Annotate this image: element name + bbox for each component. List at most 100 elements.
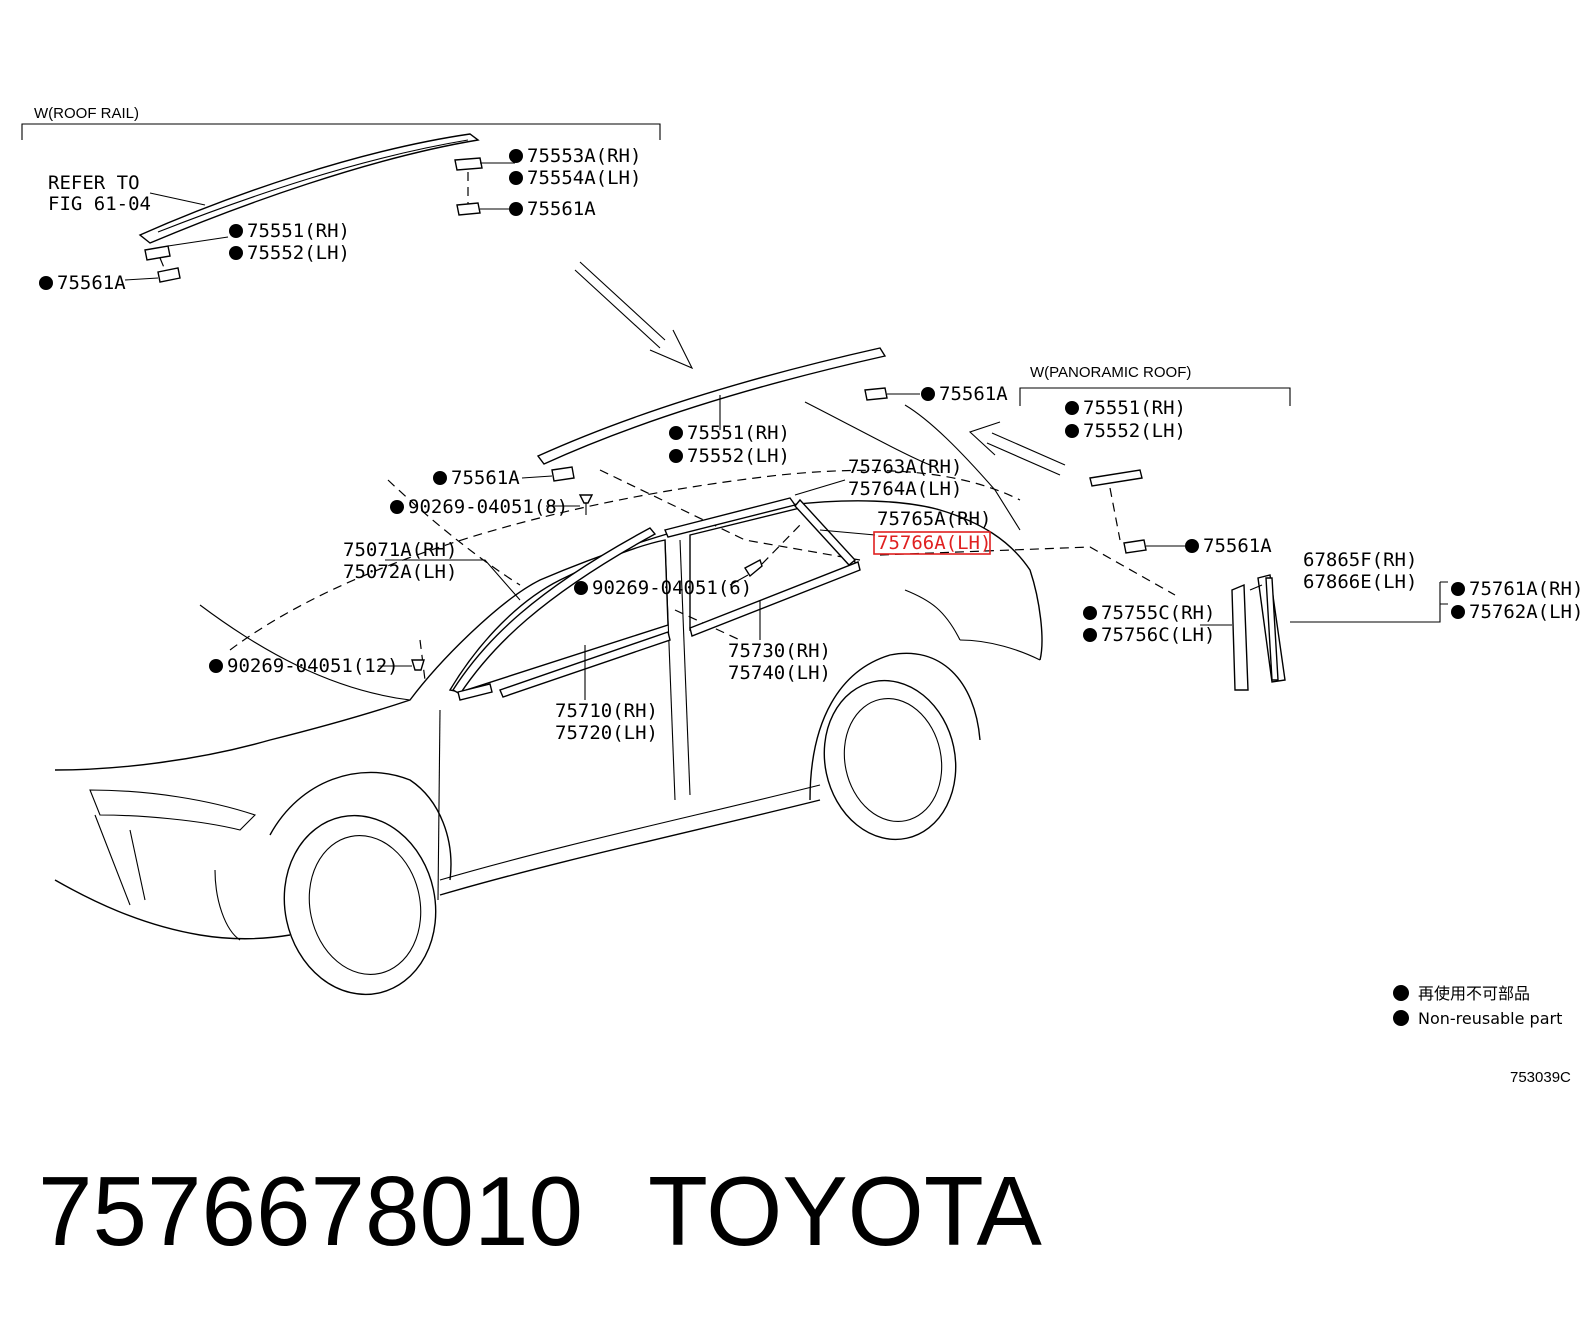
- leader-75765: [819, 529, 876, 536]
- roof-molding: 75561A 75551(RH) 75552(LH) 75561A 90269-…: [390, 347, 1008, 518]
- dashed-pillar: [387, 479, 521, 586]
- non-reusable-dot: [209, 659, 223, 673]
- callout-75755C: 75755C(RH): [1101, 602, 1215, 624]
- tail-light: [904, 589, 961, 641]
- rear-wheel-arch: [809, 652, 981, 801]
- legend-jp: 再使用不可部品: [1418, 984, 1530, 1003]
- dashed-window-ref: [599, 469, 861, 561]
- callout-75561A-rear: 75561A: [939, 383, 1008, 405]
- rocker-line-2: [439, 784, 821, 881]
- bracket-75761: [1290, 581, 1448, 623]
- callout-75552-top: 75552(LH): [247, 242, 350, 264]
- callout-75561A-top: 75561A: [527, 198, 596, 220]
- non-reusable-dot: [229, 246, 243, 260]
- front-door-edge: [437, 709, 441, 901]
- leader-90269-6: [729, 574, 749, 586]
- callout-67866E: 67866E(LH): [1303, 571, 1417, 593]
- grille-lines: [94, 814, 146, 906]
- arrow-panoramic: [968, 421, 1066, 476]
- rear-side-window: [689, 507, 860, 632]
- door-gap-2: [679, 539, 691, 796]
- arrow-roof-rail: [574, 261, 694, 370]
- callout-90269-8: 90269-04051(8): [408, 496, 568, 518]
- end-cover-front: [144, 245, 171, 261]
- callout-75740: 75740(LH): [728, 662, 831, 684]
- callout-75554A: 75554A(LH): [527, 167, 641, 189]
- callout-75762A: 75762A(LH): [1469, 601, 1583, 623]
- dashed-roof-outline: [229, 469, 1021, 651]
- rear-pillar-parts: 75755C(RH) 75756C(LH) 67865F(RH) 67866E(…: [1083, 549, 1583, 691]
- rear-window-upper-molding: [664, 497, 797, 538]
- pillar-seal: [1265, 577, 1279, 681]
- roof-molding-clip-rear: [864, 387, 888, 401]
- callout-67865F: 67865F(RH): [1303, 549, 1417, 571]
- front-wheel-arch: [269, 771, 452, 881]
- non-reusable-dot: [1451, 605, 1465, 619]
- legend-en: Non-reusable part: [1418, 1009, 1562, 1028]
- callout-75720: 75720(LH): [555, 722, 658, 744]
- panoramic-bracket: [1019, 387, 1291, 406]
- callout-90269-6: 90269-04051(6): [592, 577, 752, 599]
- non-reusable-dot: [509, 202, 523, 216]
- non-reusable-dot: [390, 500, 404, 514]
- callout-75761A: 75761A(RH): [1469, 578, 1583, 600]
- callout-75765A: 75765A(RH): [877, 508, 991, 530]
- legend-dot-en: [1393, 1010, 1409, 1026]
- roof-molding-part: [536, 347, 887, 465]
- panoramic-roof-group: W(PANORAMIC ROOF) 75551(RH) 75552(LH) 75…: [968, 364, 1291, 557]
- refer-line-2: FIG 61-04: [48, 193, 151, 215]
- rear-wheel: [823, 679, 957, 841]
- window-moldings: 90269-04051(6) 90269-04051(12) 75071A(RH…: [209, 456, 991, 744]
- panoramic-group-label: W(PANORAMIC ROOF): [1030, 364, 1191, 381]
- callout-75756C: 75756C(LH): [1101, 624, 1215, 646]
- pillar-connector: [1249, 584, 1263, 591]
- refer-leader: [149, 192, 206, 206]
- screw-clip-6: [744, 558, 763, 578]
- roof-rail-part: [138, 133, 480, 244]
- car-body: [54, 401, 1176, 996]
- refer-line-1: REFER TO: [48, 172, 140, 194]
- callout-75552-pano: 75552(LH): [1083, 420, 1186, 442]
- rear-bumper: [959, 639, 1041, 661]
- front-wheel-rim: [308, 835, 422, 975]
- non-reusable-dot: [574, 581, 588, 595]
- roof-rail-group-label: W(ROOF RAIL): [34, 105, 139, 122]
- end-cover-rear: [454, 157, 483, 171]
- leader-75551-top: [167, 236, 229, 247]
- callout-75710: 75710(RH): [555, 700, 658, 722]
- clip-rear: [456, 202, 481, 216]
- callout-75551-mid: 75551(RH): [687, 422, 790, 444]
- roof-rail-group: W(ROOF RAIL) REFER TO FIG 61-04 75553A(R…: [21, 105, 661, 294]
- front-side-window: [448, 539, 669, 693]
- callout-90269-12: 90269-04051(12): [227, 655, 399, 677]
- roof-rail-inner-line: [157, 139, 469, 233]
- callout-75561A-pano: 75561A: [1203, 535, 1272, 557]
- rear-belt-molding: [689, 561, 861, 637]
- screw-clip-12: [411, 659, 425, 671]
- non-reusable-dot: [921, 387, 935, 401]
- rocker-line: [439, 799, 821, 896]
- leader-90269-8: [546, 503, 587, 515]
- dashed-rear-ref: [879, 546, 1176, 596]
- callout-75561A-left: 75561A: [57, 272, 126, 294]
- dash-front-clip: [159, 257, 166, 271]
- legend-dot-jp: [1393, 985, 1409, 1001]
- headlight: [89, 789, 257, 831]
- pano-cover: [1089, 469, 1143, 487]
- callout-75551-pano: 75551(RH): [1083, 397, 1186, 419]
- dash-pano-clip: [1109, 487, 1121, 541]
- non-reusable-dot: [669, 449, 683, 463]
- non-reusable-dot: [1083, 606, 1097, 620]
- leader-75763: [794, 479, 846, 496]
- non-reusable-dot: [1185, 539, 1199, 553]
- callout-75072A: 75072A(LH): [343, 561, 457, 583]
- part-number: 7576678010: [38, 1156, 583, 1266]
- legend: 再使用不可部品 Non-reusable part 753039C: [1393, 984, 1571, 1086]
- non-reusable-dot: [669, 426, 683, 440]
- non-reusable-dot: [229, 224, 243, 238]
- roof-rail-bracket: [21, 123, 661, 140]
- non-reusable-dot: [1065, 401, 1079, 415]
- callout-75553A: 75553A(RH): [527, 145, 641, 167]
